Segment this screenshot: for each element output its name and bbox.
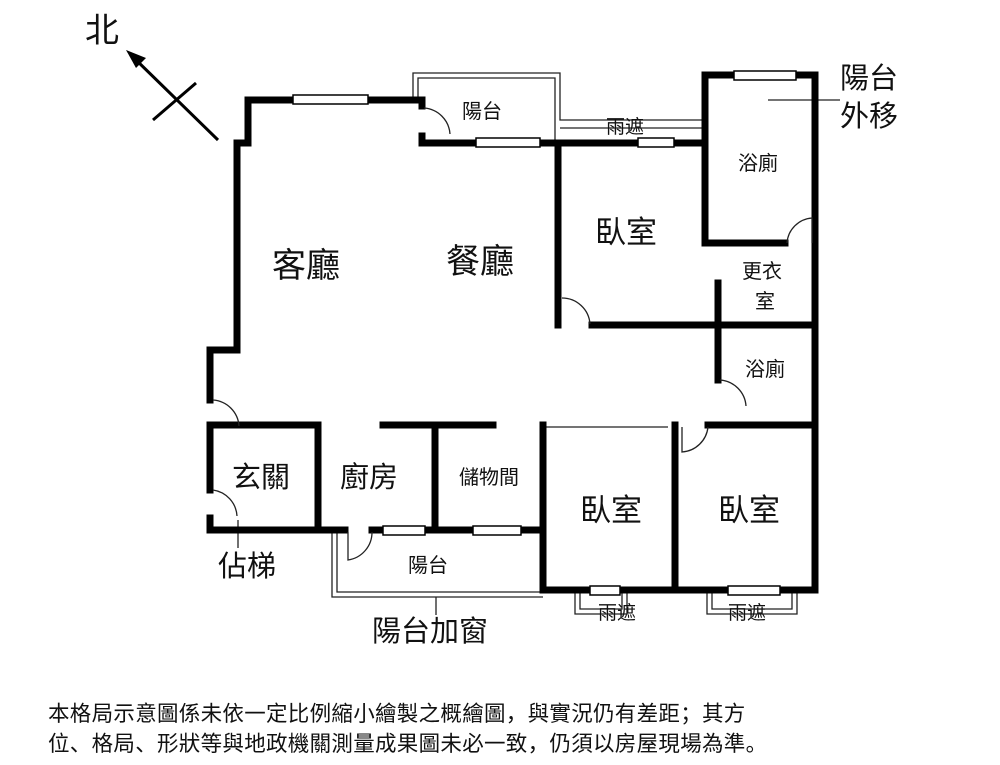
annotation-occupied-stair: 佔梯: [218, 549, 276, 583]
room-closet-line1: 更衣: [742, 259, 782, 283]
balcony-outlines: [237, 72, 840, 615]
disclaimer: 本格局示意圖係未依一定比例縮小繪製之概繪圖，與實況仍有差距；其方 位、格局、形狀…: [48, 700, 968, 760]
walls: [206, 71, 819, 594]
room-storage: 儲物間: [459, 465, 519, 489]
room-living: 客廳: [272, 246, 340, 286]
rain-cover-top: 雨遮: [606, 116, 644, 138]
room-bath-2: 浴廁: [745, 357, 785, 381]
north-label: 北: [85, 11, 119, 51]
annotation-balcony-enclosed: 陽台加窗: [372, 614, 488, 648]
windows: [292, 70, 797, 596]
rain-cover-bedroom-3: 雨遮: [728, 602, 766, 624]
room-dining: 餐廳: [446, 242, 514, 282]
room-master-bath: 浴廁: [738, 151, 778, 175]
disclaimer-line-2: 位、格局、形狀等與地政機關測量成果圖未必一致，仍須以房屋現場為準。: [48, 732, 768, 757]
rain-cover-bedroom-2: 雨遮: [598, 602, 636, 624]
room-bedroom-3: 臥室: [718, 493, 780, 529]
annotation-balcony-moved-2: 外移: [840, 99, 898, 133]
annotation-balcony-moved-1: 陽台: [840, 61, 898, 95]
room-balcony-bottom: 陽台: [408, 553, 448, 577]
room-closet-line2: 室: [755, 289, 775, 313]
disclaimer-line-1: 本格局示意圖係未依一定比例縮小繪製之概繪圖，與實況仍有差距；其方: [48, 702, 746, 727]
doors: [212, 107, 813, 561]
room-kitchen: 廚房: [340, 460, 398, 494]
room-bedroom-2: 臥室: [580, 493, 642, 529]
north-arrow-icon: [126, 50, 220, 142]
room-master-bedroom: 臥室: [595, 215, 657, 251]
room-entry: 玄關: [232, 460, 290, 494]
room-balcony-top: 陽台: [462, 99, 502, 123]
